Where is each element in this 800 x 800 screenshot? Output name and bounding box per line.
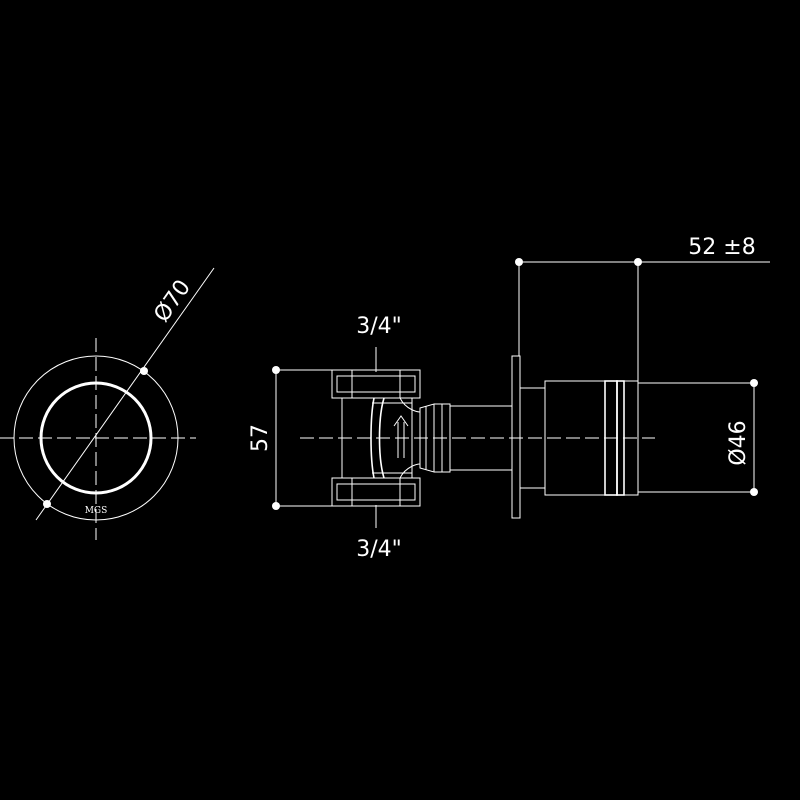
handle-diameter-dimension	[638, 379, 758, 496]
rosette-diameter-label: Ø70	[149, 276, 195, 327]
projection-label: 52 ±8	[688, 235, 755, 260]
diameter-dot-top	[140, 367, 148, 375]
handle	[519, 380, 639, 496]
projection-dimension	[515, 258, 770, 381]
brand-logo: MGS	[85, 506, 108, 516]
handle-diameter-label: Ø46	[726, 420, 751, 465]
valve-stem	[450, 405, 512, 471]
body-height-label: 57	[248, 424, 273, 452]
diameter-dot-bottom	[43, 500, 51, 508]
wall-plate	[511, 355, 521, 519]
body-height-dimension	[272, 366, 332, 510]
diameter-leader-line	[35, 267, 215, 521]
inlet-thread-top-label: 3/4"	[356, 314, 402, 339]
inlet-thread-bottom-label: 3/4"	[356, 537, 402, 562]
threaded-nut	[419, 403, 451, 473]
front-view: Ø70 MGS	[0, 267, 215, 540]
side-view: 3/4" 3/4" 57 52 ±8 Ø46	[248, 235, 770, 562]
valve-top-fitting	[331, 369, 421, 399]
valve-bottom-fitting	[331, 477, 421, 507]
flow-arrow-icon	[393, 415, 409, 458]
valve-body	[341, 397, 421, 479]
